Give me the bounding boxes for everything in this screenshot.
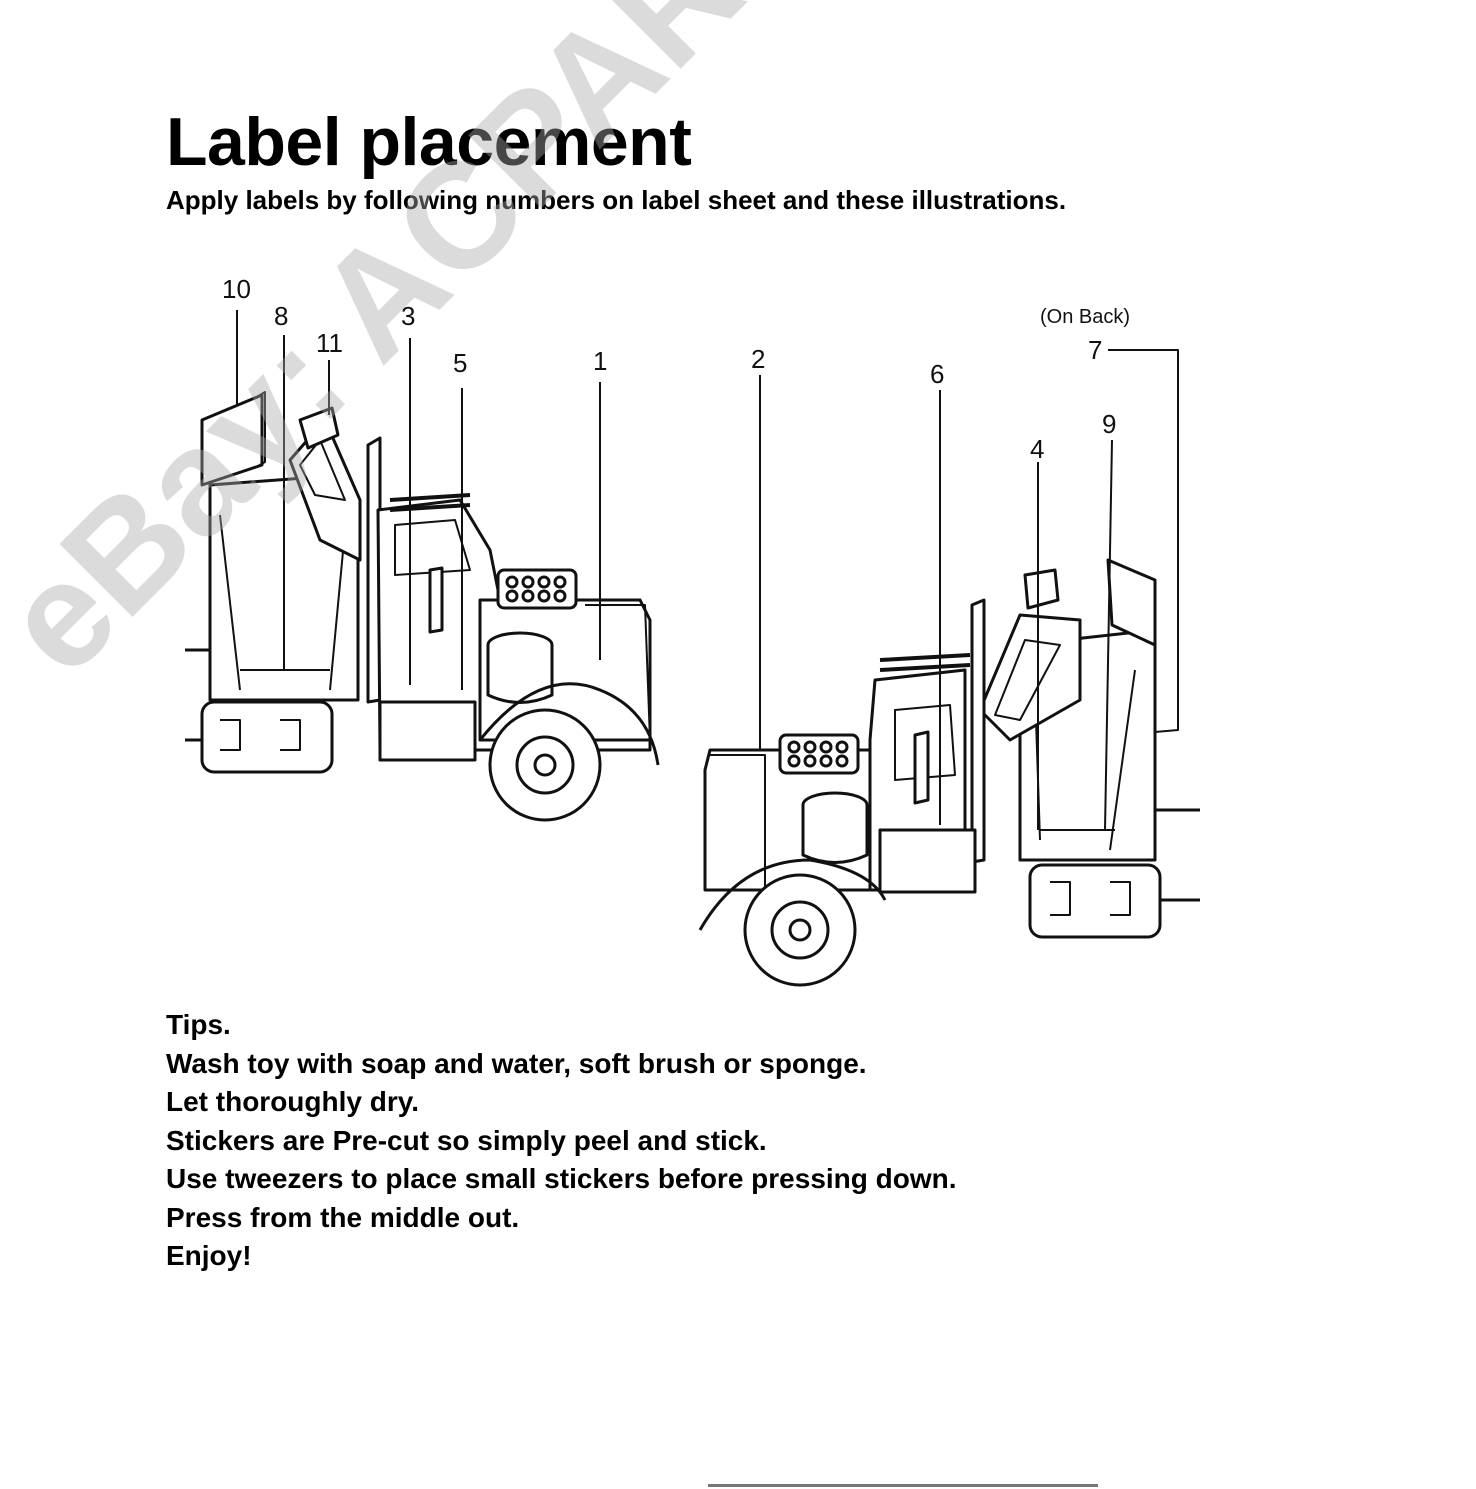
- callout-4: 4: [1030, 434, 1044, 464]
- callout-1: 1: [593, 346, 607, 376]
- tips-heading: Tips.: [166, 1009, 231, 1040]
- left-truck: [185, 310, 660, 822]
- callout-9: 9: [1102, 409, 1116, 439]
- callout-8: 8: [274, 301, 288, 331]
- callout-7: 7: [1088, 335, 1102, 365]
- right-truck: [698, 349, 1200, 987]
- truck-label-diagram: 10 8 11 3 5 1 2 6 4 9 7 (On Back): [180, 270, 1220, 990]
- callout-10: 10: [222, 274, 251, 304]
- on-back-note: (On Back): [1040, 306, 1130, 328]
- tips-list: Tips. Wash toy with soap and water, soft…: [166, 1006, 957, 1276]
- tip-item: Let thoroughly dry.: [166, 1086, 420, 1117]
- callout-2: 2: [751, 344, 765, 374]
- page-subtitle: Apply labels by following numbers on lab…: [166, 185, 1067, 215]
- tip-item: Press from the middle out.: [166, 1201, 520, 1233]
- tip-item: Enjoy!: [166, 1240, 252, 1271]
- callout-3: 3: [401, 301, 415, 331]
- page-title: Label placement: [166, 104, 692, 180]
- tip-item: Stickers are Pre-cut so simply peel and …: [166, 1124, 767, 1156]
- tip-item: Wash toy with soap and water, soft brush…: [166, 1047, 867, 1079]
- callout-5: 5: [453, 348, 467, 378]
- callout-6: 6: [930, 359, 944, 389]
- bottom-divider: [708, 1484, 1098, 1487]
- callout-11: 11: [316, 328, 343, 358]
- tip-item: Use tweezers to place small stickers bef…: [166, 1163, 957, 1194]
